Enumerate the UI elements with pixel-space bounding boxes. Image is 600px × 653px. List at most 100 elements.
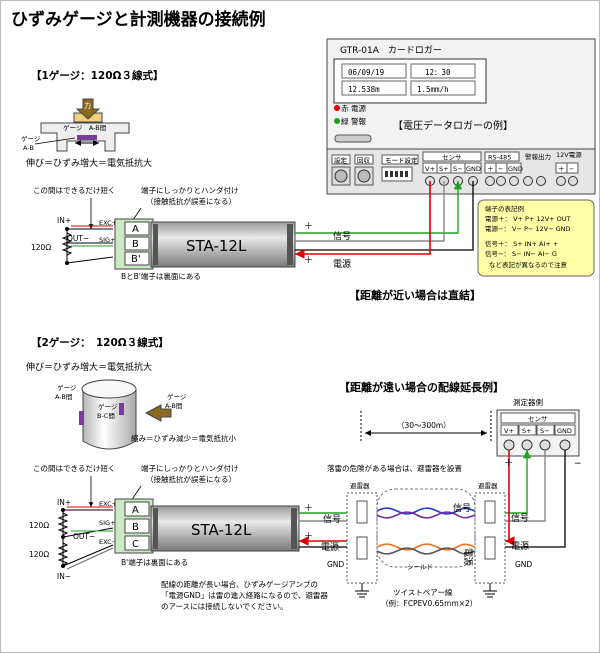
lightning-note: 落雷の危険がある場合は、避雷器を設置 <box>327 463 462 473</box>
instrument-label: 測定器側 <box>513 397 543 407</box>
term-a-2: A <box>132 505 139 516</box>
bottom-note-0: 配線の距離が長い場合、ひずみゲージアンプの <box>161 579 318 589</box>
instrument-sensor-label: センサ <box>528 415 548 423</box>
gauge-bc-a: ゲージ <box>98 402 118 411</box>
term-sminus: S− <box>453 165 463 173</box>
term-gnd: GND <box>466 165 481 173</box>
page-title: ひずみゲージと計測機器の接続例 <box>11 9 266 30</box>
signal-label-2c: 信号 <box>511 512 529 524</box>
solder-note-2a: 端子にしっかりとハンダ付け <box>141 463 239 473</box>
alarm-led-icon <box>334 118 340 124</box>
gauge-bc-b: B-C間 <box>97 412 115 420</box>
rs485-plus: ＋ <box>487 165 494 173</box>
output-wiring-1 <box>295 181 474 259</box>
plus-2a: ＋ <box>304 503 313 514</box>
plus-2b: ＋ <box>304 531 313 542</box>
logger-reading-1: 12.538m <box>348 85 380 94</box>
gauge-wiring-2 <box>57 506 114 570</box>
v12-minus: − <box>569 165 574 173</box>
logger-12v-label: 12V電源 <box>556 150 582 159</box>
plus-2c: ＋ <box>504 458 513 469</box>
power-label-2b: 電源 <box>462 548 473 566</box>
resistor-icon <box>61 232 73 256</box>
signal-label-2b: 信号 <box>453 502 471 514</box>
terminal-note-line-0: 端子の表記例 <box>485 204 524 213</box>
short-note-2: この間はできるだけ短く <box>33 463 115 473</box>
distance-label: （30〜300m） <box>397 421 451 430</box>
arrester-label-left: 避雷器 <box>350 481 370 490</box>
exc-plus-1: EXC+ <box>99 219 117 227</box>
logger-reading-2: 1.5mm/h <box>417 85 449 94</box>
solder-note-1a: 端子にしっかりとハンダ付け <box>141 185 239 195</box>
logger-example-label: 【電圧データロガーの例】 <box>393 119 513 132</box>
out-minus-1: OUT− <box>67 234 89 243</box>
sig-plus-2: SIG+ <box>99 519 116 527</box>
twisted-label: ツイストペアー線 <box>393 587 453 597</box>
logger-rs485-label: RS-485 <box>488 154 511 162</box>
gauge-label: ゲージ <box>21 134 41 143</box>
data-logger: GTR-01A カードロガー 06/09/19 12：30 12.538m 1.… <box>326 38 596 195</box>
power-label-2c: 電源 <box>511 541 529 552</box>
v12-plus: ＋ <box>558 165 565 173</box>
terminal-note-line-5: 信号−： S− IN− AI− G <box>485 249 557 258</box>
gnd-label-2c: GND <box>515 560 532 569</box>
card-slot <box>334 134 372 143</box>
instrument-terminals: センサ V+ S+ S− GND <box>496 409 580 457</box>
term-c-2: C <box>132 539 139 550</box>
exc-plus-2: EXC+ <box>99 500 117 508</box>
rs485-gnd: GND <box>508 165 523 173</box>
shield-cable <box>376 488 476 568</box>
plus-1b: ＋ <box>304 255 313 266</box>
in-plus-2: IN+ <box>57 498 71 507</box>
amplifier-2: STA-12L <box>150 505 300 552</box>
section2-heading: 【2ゲージ： 120Ω３線式】 <box>31 336 169 349</box>
r1-2: 120Ω <box>29 521 49 530</box>
gauge-bc-icon <box>119 403 124 415</box>
output-wiring-2 <box>299 450 566 598</box>
compress-arrow-icon <box>144 404 172 422</box>
distance-marker <box>360 411 492 441</box>
in-plus-1: IN+ <box>57 216 71 225</box>
resistance-1: 120Ω <box>31 243 51 252</box>
beam-gauge-1: 力 <box>40 98 130 152</box>
terminal-block-2: A B C <box>114 498 154 554</box>
term-b-2: B <box>132 522 139 533</box>
power-label-2a: 電源 <box>321 542 339 553</box>
twisted-spec: （例：FCPEV0.65mm×2） <box>381 598 477 608</box>
signal-label-1: 信号 <box>333 230 351 242</box>
exc-minus-2: EXC− <box>99 538 117 546</box>
rs485-minus: − <box>498 165 503 173</box>
solder-note-1b: （接触抵抗が誤差になる） <box>146 196 236 206</box>
amplifier-1: STA-12L <box>150 221 296 268</box>
terminal-note-line-2: 電源−： V− P− 12V− GND <box>485 224 571 233</box>
inst-term-splus: S+ <box>522 427 532 435</box>
gauge-ab-right-a: ゲージ <box>167 392 187 401</box>
amp-name-2: STA-12L <box>191 521 252 539</box>
solder-note-2b: （接触抵抗が誤差になる） <box>146 474 236 484</box>
inst-term-vplus: V+ <box>504 427 514 435</box>
resistor-icon-2a <box>57 512 69 536</box>
logger-time: 12：30 <box>425 68 451 77</box>
direct-note: 【距離が近い場合は直結】 <box>349 288 481 302</box>
led-mark-green: 緑 <box>341 116 349 126</box>
logger-mode-label: モード設定 <box>385 156 418 165</box>
terminal-block-1: A B B' <box>114 218 154 270</box>
logger-collect-label: 回収 <box>357 157 371 165</box>
gauge-ab-2a: ゲージ <box>57 383 77 392</box>
force-label: 力 <box>84 101 91 110</box>
shield-label: シールド <box>407 563 433 571</box>
logger-alarm-out-label: 警報出力 <box>525 152 551 161</box>
logger-date: 06/09/19 <box>348 68 384 77</box>
back-note-1: BとB'端子は裏面にある <box>121 271 201 281</box>
r2-2: 120Ω <box>29 550 49 559</box>
strain-gauge-icon <box>77 135 97 140</box>
resistor-icon-2b <box>57 542 69 566</box>
terminal-note-line-1: 電源＋： V+ P+ 12V+ OUT <box>485 214 571 223</box>
logger-power-label: 電源 <box>351 104 366 113</box>
power-label-1: 電源 <box>333 259 351 270</box>
section1-heading: 【1ゲージ：120Ω３線式】 <box>31 69 163 82</box>
arrester-right <box>474 492 506 584</box>
inst-term-gnd: GND <box>557 427 572 435</box>
